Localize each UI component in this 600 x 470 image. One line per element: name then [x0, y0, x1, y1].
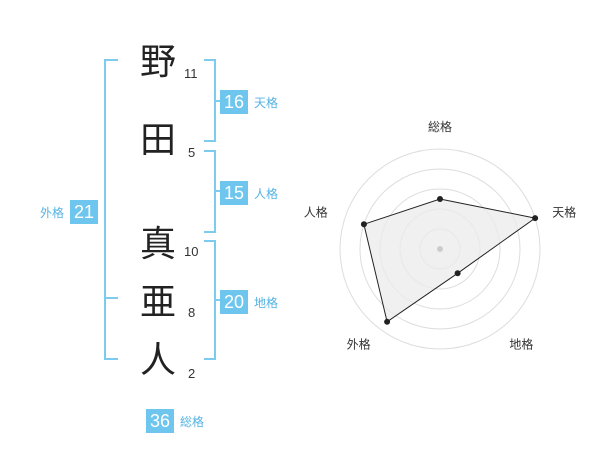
radar-axis-label-1: 天格: [552, 205, 576, 220]
name-char-3: 真: [139, 224, 176, 265]
stroke-count-2: 5: [188, 145, 196, 160]
radar-data-polygon: [363, 198, 537, 323]
name-char-2: 田: [139, 120, 176, 161]
tenkaku-bracket-tick: [214, 100, 220, 102]
soukaku-label: 総格: [180, 415, 205, 429]
name-char-1: 野: [139, 42, 176, 83]
radar-axis-label-2: 地格: [509, 337, 533, 352]
jinkaku-label: 人格: [254, 187, 279, 201]
chikaku-label: 地格: [254, 296, 279, 310]
jinkaku-value-badge: 15: [220, 181, 249, 205]
radar-ring-5: [339, 148, 541, 350]
gaikaku-value-badge: 21: [70, 200, 99, 224]
radar-point-3: [384, 318, 391, 325]
radar-points: [360, 196, 539, 325]
stroke-count-4: 8: [188, 305, 196, 320]
gaikaku-bracket-inner-tick: [106, 297, 118, 299]
radar-center-dot: [437, 246, 443, 252]
stroke-count-5: 2: [188, 366, 196, 381]
stroke-count-1: 11: [184, 66, 198, 81]
jinkaku-bracket-tick: [214, 190, 220, 192]
radar-point-4: [360, 221, 367, 228]
gaikaku-bracket: [104, 59, 118, 360]
radar-axis-label-4: 人格: [304, 205, 328, 220]
stroke-count-3: 10: [184, 244, 199, 259]
radar-point-2: [454, 270, 461, 277]
radar-axis-label-0: 総格: [428, 119, 452, 134]
name-char-4: 亜: [139, 282, 176, 323]
radar-ring-4: [359, 168, 521, 330]
tenkaku-value-badge: 16: [220, 90, 249, 114]
chikaku-bracket-tick: [214, 299, 220, 301]
radar-point-0: [437, 196, 443, 202]
soukaku-value-badge: 36: [146, 409, 175, 433]
radar-point-1: [532, 215, 539, 222]
name-char-5: 人: [139, 340, 176, 381]
chikaku-value-badge: 20: [220, 290, 249, 314]
tenkaku-label: 天格: [254, 96, 279, 110]
gaikaku-label: 外格: [40, 206, 65, 220]
radar-axis-label-3: 外格: [347, 337, 371, 352]
